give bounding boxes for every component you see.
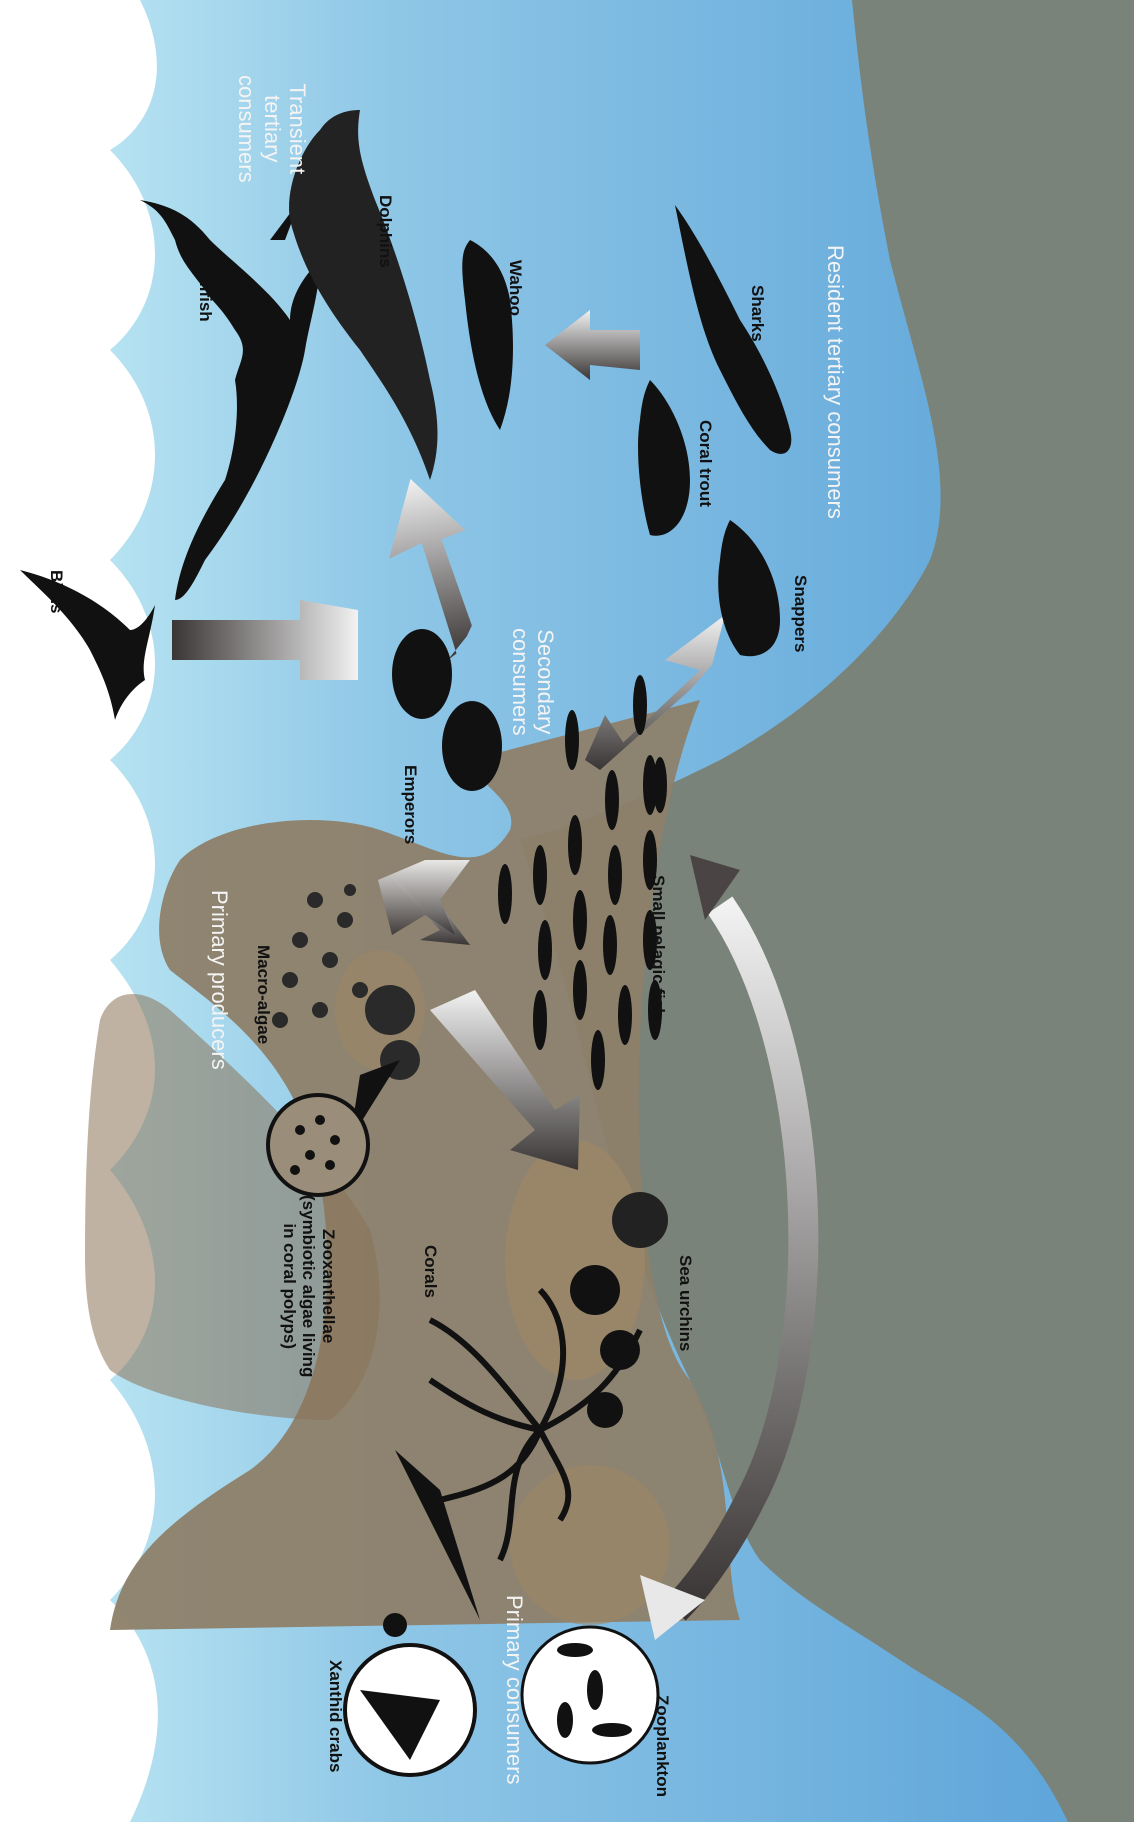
label-coral-trout: Coral trout [695,420,715,507]
label-zooplankton: Zooplankton [652,1695,672,1797]
label-billfish: Billfish [195,265,215,322]
label-sea-urchins: Sea urchins [675,1255,695,1351]
label-primary-consumers: Primary consumers [501,1595,527,1784]
label-primary-producers: Primary producers [206,890,232,1070]
label-macro-algae: Macro-algae [253,945,273,1044]
label-zooxanthellae: Zooxanthellae (symbiotic algae living in… [279,1195,338,1377]
label-emperors: Emperors [400,765,420,844]
label-dolphins: Dolphins [375,195,395,268]
zooplankton-lens [522,1627,658,1763]
sea-urchins [612,1192,668,1248]
label-sharks: Sharks [747,285,767,342]
label-resident-tertiary-consumers: Resident tertiary consumers [822,245,848,519]
label-corals: Corals [420,1245,440,1298]
sky-waves [0,0,158,1822]
label-transient-tertiary-consumers: Transient tertiary consumers [234,75,310,183]
label-snappers: Snappers [790,575,810,652]
label-secondary-consumers: Secondary consumers [507,628,558,736]
label-small-pelagic-fish: Small pelagic fish [648,875,668,1019]
label-xanthid-crabs: Xanthid crabs [325,1660,345,1772]
label-birds: Birds [46,570,66,613]
label-wahoo: Wahoo [505,260,525,316]
